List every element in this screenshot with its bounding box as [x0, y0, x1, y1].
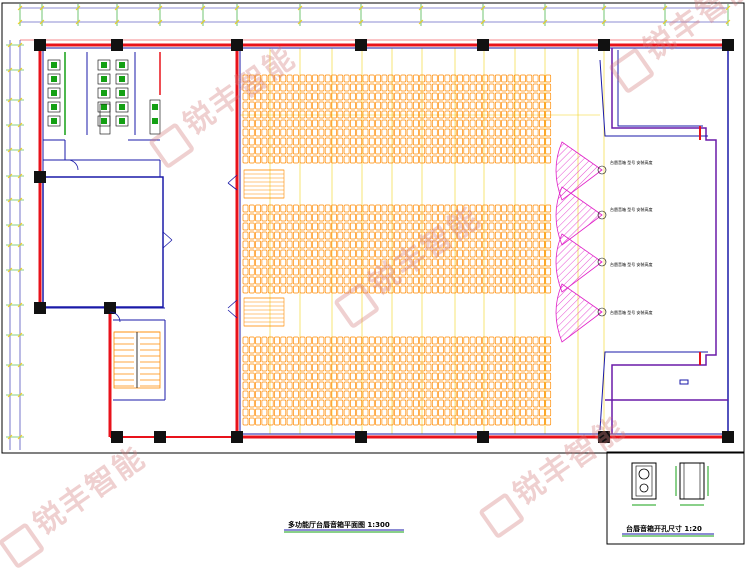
stage-outline [599, 48, 728, 434]
lip-speakers [555, 141, 607, 343]
speaker-label: 台唇音箱 型号 安装高度 [610, 310, 653, 315]
detail-frame [606, 451, 745, 545]
toilet-stalls [47, 52, 161, 135]
speaker-label: 台唇音箱 型号 安装高度 [610, 262, 653, 267]
floor-plan-drawing [1, 2, 745, 545]
speaker-detail-drawing [631, 462, 709, 506]
drawing-frame [1, 2, 745, 454]
staircase [113, 169, 285, 389]
caption-underlines [284, 529, 714, 537]
plan-caption: 多功能厅台唇音箱平面图 1:300 [288, 521, 390, 529]
top-dimension-lines [17, 4, 731, 41]
speaker-label: 台唇音箱 型号 安装高度 [610, 160, 653, 165]
left-dimension-lines [6, 40, 24, 450]
doors [67, 159, 238, 323]
structural-columns [34, 39, 734, 443]
detail-caption: 台唇音箱开孔尺寸 1:20 [626, 525, 702, 533]
speaker-label: 台唇音箱 型号 安装高度 [610, 207, 653, 212]
left-rooms [42, 139, 166, 401]
audience-seating [242, 74, 552, 426]
